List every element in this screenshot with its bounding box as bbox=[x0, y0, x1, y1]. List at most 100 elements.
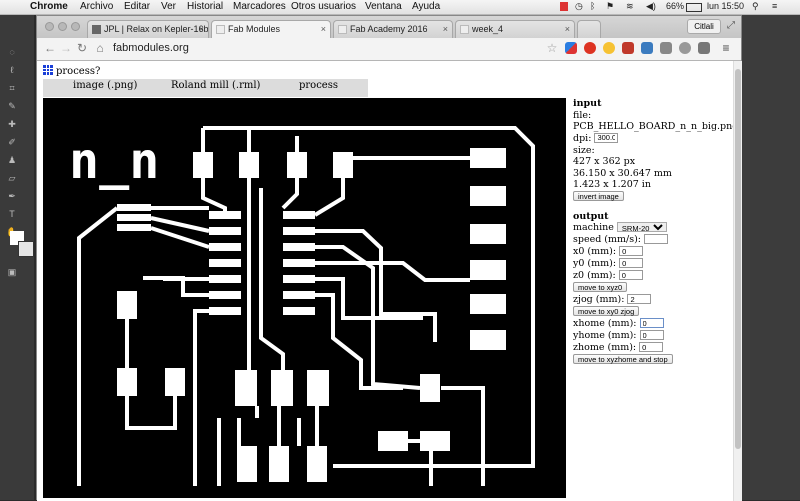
close-tab-icon[interactable]: × bbox=[198, 24, 204, 34]
y0-row: y0 (mm): bbox=[573, 258, 733, 270]
background-app-toolbar: ◌ ℓ ⌗ ✎ ✚ ✐ ♟ ▱ ✒ T ✋ ▣ bbox=[0, 15, 34, 500]
process-heading-text: process? bbox=[56, 66, 101, 77]
chrome-menu-icon[interactable]: ≡ bbox=[722, 41, 730, 55]
menu-item-editar[interactable]: Editar bbox=[124, 1, 151, 12]
yhome-input[interactable] bbox=[639, 330, 664, 340]
time-machine-icon[interactable]: ◷ bbox=[575, 1, 583, 11]
invert-image-button[interactable]: invert image bbox=[573, 190, 624, 201]
menu-item-historial[interactable]: Historial bbox=[187, 1, 224, 12]
menu-item-ver[interactable]: Ver bbox=[161, 1, 177, 12]
machine-select[interactable]: SRM-20 bbox=[616, 222, 667, 232]
move-to-xyz0-button[interactable]: move to xyz0 bbox=[573, 282, 628, 292]
adblock-icon[interactable] bbox=[622, 42, 634, 54]
puzzle-extension-icon[interactable] bbox=[698, 42, 710, 54]
tab-label: Fab Academy 2016 bbox=[350, 24, 428, 34]
menu-item-ayuda[interactable]: Ayuda bbox=[412, 1, 441, 12]
close-tab-icon[interactable]: × bbox=[442, 24, 448, 34]
eraser-tool-icon[interactable]: ▱ bbox=[8, 173, 16, 183]
xhome-input[interactable] bbox=[639, 318, 664, 328]
process-menu-item[interactable]: process bbox=[299, 80, 338, 91]
zjog-row: zjog (mm): bbox=[573, 294, 733, 306]
new-tab-button[interactable] bbox=[577, 20, 601, 38]
menu-item-otros-usuarios[interactable]: Otros usuarios bbox=[291, 1, 357, 12]
battery-icon[interactable] bbox=[686, 3, 702, 12]
home-icon[interactable]: ⌂ bbox=[96, 41, 104, 55]
notifications-icon[interactable]: ≡ bbox=[772, 1, 778, 11]
zhome-label: zhome (mm): bbox=[573, 342, 637, 353]
menu-item-marcadores[interactable]: Marcadores bbox=[233, 1, 286, 12]
zhome-input[interactable] bbox=[639, 342, 664, 352]
xhome-row: xhome (mm): bbox=[573, 318, 733, 330]
stamp-tool-icon[interactable]: ♟ bbox=[7, 155, 17, 165]
jpl-favicon-icon bbox=[92, 25, 101, 34]
pcb-traces: n_n bbox=[69, 126, 535, 486]
process-heading: process? bbox=[43, 65, 100, 77]
size-in: 1.423 x 1.207 in bbox=[573, 179, 651, 190]
clock[interactable]: lun 15:50 bbox=[707, 1, 745, 11]
flag-icon[interactable]: ⚑ bbox=[606, 1, 615, 11]
input-format-menu[interactable]: image (.png) bbox=[73, 80, 138, 91]
bluetooth-icon[interactable]: ᛒ bbox=[590, 1, 596, 11]
pocket-icon[interactable] bbox=[660, 42, 672, 54]
pen-tool-icon[interactable]: ✒ bbox=[8, 191, 16, 201]
tab-jpl[interactable]: JPL | Relax on Kepler-16b × bbox=[87, 20, 209, 38]
close-tab-icon[interactable]: × bbox=[564, 24, 570, 34]
reload-icon[interactable]: ↻ bbox=[76, 41, 88, 55]
close-window-button[interactable] bbox=[45, 22, 54, 31]
volume-icon[interactable]: ◀) bbox=[646, 1, 656, 11]
y0-input[interactable] bbox=[619, 258, 644, 268]
monitor-extension-icon[interactable] bbox=[641, 42, 653, 54]
menu-item-ventana[interactable]: Ventana bbox=[365, 1, 402, 12]
x0-input[interactable] bbox=[619, 246, 644, 256]
forward-icon[interactable]: → bbox=[60, 41, 72, 55]
tab-fab-modules[interactable]: Fab Modules × bbox=[211, 20, 331, 38]
address-bar[interactable]: fabmodules.org bbox=[113, 42, 189, 54]
wifi-icon[interactable]: ≋ bbox=[626, 1, 634, 11]
vertical-scrollbar[interactable] bbox=[733, 61, 742, 501]
vertical-scroll-thumb[interactable] bbox=[735, 69, 741, 449]
output-section-title: output bbox=[573, 210, 609, 222]
bookmark-star-icon[interactable]: ☆ bbox=[546, 41, 558, 55]
marquee-tool-icon[interactable]: ◌ bbox=[9, 47, 15, 57]
page-favicon-icon bbox=[460, 25, 469, 34]
tab-label: JPL | Relax on Kepler-16b bbox=[104, 24, 209, 34]
minimize-window-button[interactable] bbox=[58, 22, 67, 31]
size-mm: 36.150 x 30.647 mm bbox=[573, 167, 672, 179]
type-tool-icon[interactable]: T bbox=[9, 209, 15, 219]
fullscreen-icon[interactable]: ⤢ bbox=[727, 20, 735, 31]
zoom-window-button[interactable] bbox=[71, 22, 80, 31]
z0-input[interactable] bbox=[618, 270, 643, 280]
lasso-tool-icon[interactable]: ℓ bbox=[10, 65, 14, 75]
speed-input[interactable] bbox=[644, 234, 669, 244]
tab-fab-academy[interactable]: Fab Academy 2016 × bbox=[333, 20, 453, 38]
dpi-input[interactable] bbox=[594, 132, 619, 143]
close-tab-icon[interactable]: × bbox=[320, 24, 326, 34]
profile-button[interactable]: Citlali bbox=[687, 19, 721, 34]
menu-item-archivo[interactable]: Archivo bbox=[80, 1, 114, 12]
z-extension-icon[interactable] bbox=[679, 42, 691, 54]
back-icon[interactable]: ← bbox=[44, 41, 56, 55]
record-icon[interactable] bbox=[560, 2, 568, 11]
heal-tool-icon[interactable]: ✚ bbox=[8, 119, 16, 129]
spotlight-icon[interactable]: ⚲ bbox=[752, 1, 759, 11]
extension-icon[interactable] bbox=[565, 42, 577, 54]
brush-tool-icon[interactable]: ✐ bbox=[8, 137, 16, 147]
menu-app-name[interactable]: Chrome bbox=[30, 1, 68, 12]
page-favicon-icon bbox=[216, 25, 225, 34]
zjog-label: zjog (mm): bbox=[573, 294, 625, 305]
tab-week-4[interactable]: week_4 × bbox=[455, 20, 575, 38]
screen-mode-icon[interactable]: ▣ bbox=[7, 267, 17, 277]
crop-tool-icon[interactable]: ⌗ bbox=[9, 83, 15, 93]
output-format-menu[interactable]: Roland mill (.rml) bbox=[171, 80, 261, 91]
emoji-extension-icon[interactable] bbox=[603, 42, 615, 54]
yhome-row: yhome (mm): bbox=[573, 330, 733, 342]
background-color-swatch[interactable] bbox=[18, 241, 34, 257]
move-to-xyzhome-button[interactable]: move to xyzhome and stop bbox=[573, 354, 673, 364]
battery-percent: 66% bbox=[666, 1, 685, 11]
machine-row: machine SRM-20 bbox=[573, 222, 733, 234]
eyedropper-tool-icon[interactable]: ✎ bbox=[8, 101, 16, 111]
xhome-label: xhome (mm): bbox=[573, 318, 637, 329]
move-to-xy0-zjog-button[interactable]: move to xy0 zjog bbox=[573, 306, 640, 316]
zjog-input[interactable] bbox=[627, 294, 652, 304]
pinterest-icon[interactable] bbox=[584, 42, 596, 54]
